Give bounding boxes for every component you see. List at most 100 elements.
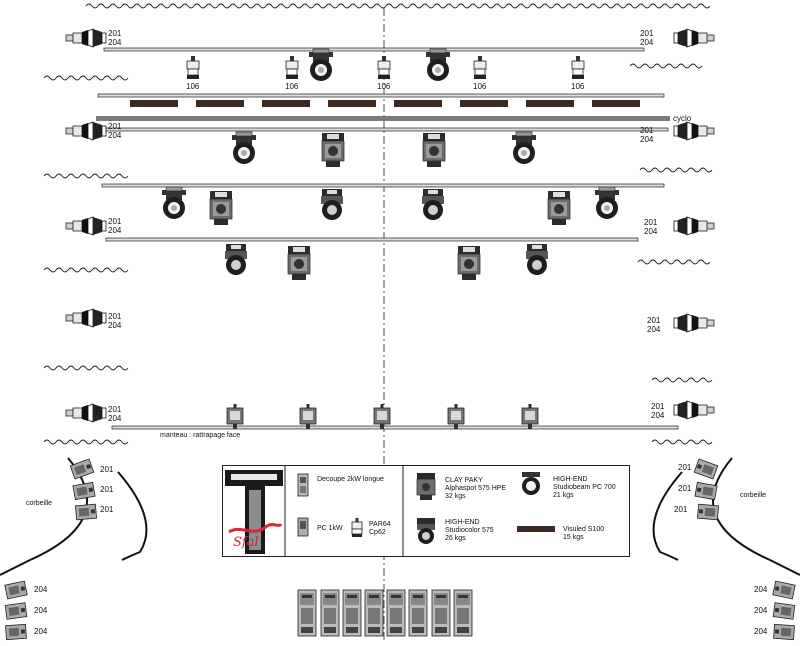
studiobeam-fixture xyxy=(161,186,187,220)
circuit-label: 106 xyxy=(285,82,299,91)
curtain-wave xyxy=(651,439,665,445)
curtain-wave xyxy=(79,173,93,179)
studiocolor-fixture xyxy=(526,244,548,275)
decoupe-legend-icon xyxy=(297,473,309,497)
corbeille-left-fixtures xyxy=(69,458,98,521)
studiocolor-fixture xyxy=(422,189,444,220)
tower-fixture xyxy=(297,589,317,637)
corbeille-right-inner xyxy=(652,471,683,561)
batten-4-fixtures xyxy=(225,244,548,281)
pc-fixture xyxy=(74,503,98,521)
curtain-wave xyxy=(115,267,129,273)
curtain-wave xyxy=(289,3,303,9)
decoupe-left-3 xyxy=(65,216,107,236)
curtain-wave xyxy=(55,267,69,273)
cyclo-bar xyxy=(96,116,670,121)
curtain-wave xyxy=(687,439,701,445)
studiobeam-fixture xyxy=(308,48,334,82)
circuit-label: 204 xyxy=(754,585,768,594)
curtain-wave xyxy=(673,3,687,9)
legend-graphics: Sfal xyxy=(223,466,555,556)
pc-fixture xyxy=(299,403,317,430)
corbeille-right-outer xyxy=(712,457,800,576)
pc-fixture xyxy=(772,602,796,620)
curtain-wave xyxy=(481,3,495,9)
curtain-wave xyxy=(651,377,665,383)
curtain-wave xyxy=(349,3,363,9)
pc-fixture xyxy=(5,623,27,641)
curtain-wave xyxy=(121,3,135,9)
decoupe-left-1 xyxy=(65,28,107,48)
curtain-wave xyxy=(67,365,81,371)
decoupe-right-5 xyxy=(673,400,715,420)
curtain-wave xyxy=(55,365,69,371)
decoupe-right-4 xyxy=(673,313,715,333)
curtain-wave xyxy=(277,3,291,9)
curtain-wave xyxy=(229,3,243,9)
curtain-wave xyxy=(663,167,677,173)
curtain-wave xyxy=(629,63,643,69)
corbeille-right-fixtures xyxy=(693,458,720,521)
curtain-wave xyxy=(103,173,117,179)
curtain-wave xyxy=(445,3,459,9)
curtain-wave xyxy=(91,173,105,179)
curtain-wave xyxy=(675,439,689,445)
curtain-wave xyxy=(469,3,483,9)
curtain-wave xyxy=(67,75,81,81)
curtain-wave xyxy=(653,63,667,69)
circuit-label: 201 xyxy=(678,463,692,472)
curtain-wave xyxy=(145,3,159,9)
batten-2 xyxy=(97,127,669,132)
curtain-wave xyxy=(67,173,81,179)
curtain-wave xyxy=(699,377,713,383)
studiobeam-fixture xyxy=(425,48,451,82)
curtain-wave xyxy=(685,3,699,9)
curtain-wave xyxy=(301,3,315,9)
pc-fixture xyxy=(693,458,719,480)
batten-1 xyxy=(103,47,645,52)
curtain-wave xyxy=(169,3,183,9)
curtain-wave xyxy=(651,167,665,173)
curtain-wave xyxy=(675,377,689,383)
curtain-wave xyxy=(699,439,713,445)
curtain-wave xyxy=(661,3,675,9)
visuled-unit xyxy=(328,100,376,107)
curtain-borders xyxy=(43,3,713,445)
alphaspot-fixture xyxy=(547,190,571,226)
pc-fixture xyxy=(226,403,244,430)
curtain-wave xyxy=(577,3,591,9)
pc-fixture xyxy=(4,602,28,620)
pc-legend-icon xyxy=(297,517,309,537)
side-decoupes-left xyxy=(65,28,107,423)
curtain-wave xyxy=(217,3,231,9)
decoupe-left-4 xyxy=(65,308,107,328)
circuit-label: 106 xyxy=(571,82,585,91)
battens xyxy=(96,47,679,430)
batten-3 xyxy=(101,183,665,188)
curtain-wave xyxy=(79,75,93,81)
curtain-wave xyxy=(639,167,653,173)
visuled-unit xyxy=(460,100,508,107)
curtain-wave xyxy=(55,75,69,81)
curtain-wave xyxy=(103,439,117,445)
visuled-unit xyxy=(196,100,244,107)
curtain-wave xyxy=(505,3,519,9)
batten-3-fixtures xyxy=(161,186,620,226)
curtain-wave xyxy=(687,167,701,173)
curtain-wave xyxy=(115,365,129,371)
circuit-label: 201 xyxy=(674,505,688,514)
circuit-label: 204 xyxy=(754,606,768,615)
par-legend-icon xyxy=(351,518,363,537)
decoupe-left-5 xyxy=(65,403,107,423)
floor-left-fixtures xyxy=(4,580,28,641)
pc-fixture xyxy=(4,580,28,600)
curtain-wave xyxy=(649,3,663,9)
pc-fixture xyxy=(694,481,718,501)
tower-fixture xyxy=(408,589,428,637)
